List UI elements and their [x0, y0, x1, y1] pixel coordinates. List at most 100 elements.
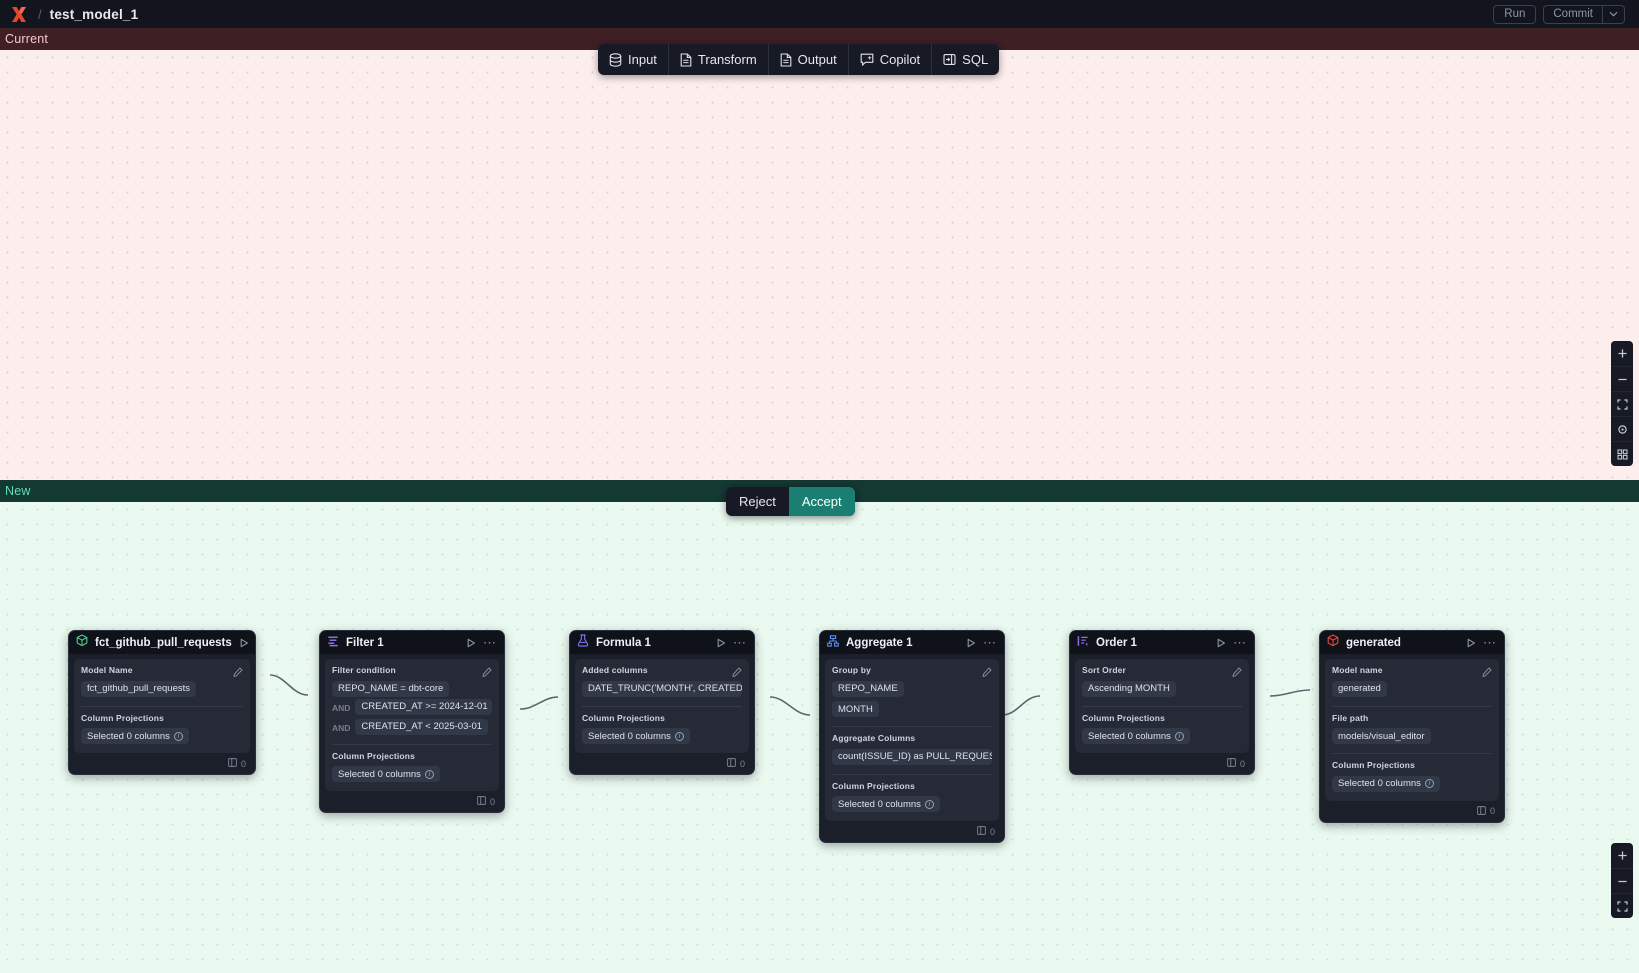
- chevron-down-icon[interactable]: [1602, 5, 1624, 23]
- commit-button-group[interactable]: Commit: [1543, 4, 1625, 24]
- value-pill[interactable]: CREATED_AT < 2025-03-01: [355, 718, 489, 735]
- section-label: Column Projections: [582, 712, 665, 723]
- center-view-button[interactable]: [1611, 416, 1633, 441]
- node-header[interactable]: Aggregate 1⋯: [820, 631, 1004, 654]
- value-pill[interactable]: count(ISSUE_ID) as PULL_REQUEST_…: [832, 748, 992, 765]
- run-button[interactable]: Run: [1493, 4, 1537, 24]
- edit-pencil-icon[interactable]: [482, 664, 492, 682]
- node-menu-button[interactable]: ⋯: [983, 634, 997, 650]
- node-header[interactable]: fct_github_pull_requests⋯: [69, 631, 255, 654]
- node-run-button[interactable]: [716, 638, 726, 648]
- node-title: generated: [1346, 636, 1401, 649]
- zoom-out-button[interactable]: [1611, 868, 1633, 893]
- node-run-button[interactable]: [966, 638, 976, 648]
- toolbar-item-input[interactable]: Input: [598, 44, 668, 75]
- document-icon: [780, 52, 792, 67]
- edit-pencil-icon[interactable]: [1482, 664, 1492, 682]
- value-pill[interactable]: DATE_TRUNC('MONTH', CREATED_AT…: [582, 680, 742, 697]
- condition-row: Ascending MONTH: [1082, 678, 1242, 699]
- toolbar-label-transform: Transform: [697, 52, 757, 67]
- breadcrumb-separator: /: [38, 6, 42, 22]
- value-pill[interactable]: Selected 0 columns i: [332, 766, 440, 782]
- value-pill[interactable]: Selected 0 columns i: [1082, 728, 1190, 744]
- value-pill[interactable]: Selected 0 columns i: [1332, 775, 1440, 792]
- value-pill[interactable]: Selected 0 columns i: [832, 796, 940, 812]
- zoom-in-button[interactable]: [1611, 341, 1633, 366]
- node-source[interactable]: fct_github_pull_requests⋯Model Namefct_g…: [68, 630, 256, 775]
- toolbar-item-sql[interactable]: SQL: [931, 44, 999, 75]
- node-run-button[interactable]: [239, 638, 249, 648]
- info-icon[interactable]: i: [1424, 779, 1434, 788]
- value-pill[interactable]: fct_github_pull_requests: [81, 680, 196, 697]
- zoom-out-button[interactable]: [1611, 366, 1633, 391]
- condition-row: REPO_NAME: [832, 678, 992, 699]
- toolbar-item-copilot[interactable]: Copilot: [847, 44, 931, 75]
- value-pill[interactable]: Selected 0 columns i: [81, 728, 189, 744]
- fit-view-button[interactable]: [1611, 391, 1633, 416]
- info-icon[interactable]: i: [674, 731, 684, 741]
- value-pill[interactable]: models/visual_editor: [1332, 728, 1431, 744]
- column-count-icon: [977, 826, 986, 837]
- info-icon[interactable]: i: [173, 731, 183, 741]
- reject-button[interactable]: Reject: [739, 494, 776, 509]
- value-pill[interactable]: Selected 0 columns i: [582, 728, 690, 744]
- column-count: 0: [240, 758, 246, 769]
- node-run-button[interactable]: [1216, 638, 1226, 648]
- section-divider: [1082, 705, 1242, 707]
- node-menu-button[interactable]: ⋯: [483, 634, 497, 650]
- edit-pencil-icon[interactable]: [982, 664, 992, 682]
- app-logo-icon[interactable]: [8, 4, 30, 24]
- node-header[interactable]: Filter 1⋯: [320, 631, 504, 654]
- value-pill[interactable]: REPO_NAME = dbt-core: [332, 680, 450, 697]
- toolbar-label-copilot: Copilot: [879, 52, 921, 67]
- node-menu-button[interactable]: ⋯: [733, 634, 747, 650]
- edit-pencil-icon[interactable]: [1232, 664, 1242, 682]
- toggle-grid-button[interactable]: [1611, 441, 1633, 466]
- value-pill[interactable]: generated: [1332, 680, 1387, 697]
- node-header[interactable]: Formula 1⋯: [570, 631, 754, 654]
- condition-row: MONTH: [832, 699, 992, 720]
- toolbar-item-output[interactable]: Output: [767, 44, 848, 75]
- commit-button[interactable]: Commit: [1553, 8, 1593, 20]
- node-run-button[interactable]: [1466, 638, 1476, 648]
- info-icon[interactable]: i: [1174, 731, 1184, 741]
- aggregate-icon: [827, 634, 839, 652]
- condition-row: Selected 0 columns i: [1332, 773, 1492, 794]
- panel-right-icon: [943, 53, 956, 66]
- node-menu-button[interactable]: ⋯: [1483, 634, 1497, 650]
- canvas-new[interactable]: fct_github_pull_requests⋯Model Namefct_g…: [0, 502, 1639, 973]
- toolbar-item-transform[interactable]: Transform: [667, 44, 768, 75]
- database-icon: [609, 52, 622, 67]
- copilot-sparkle-icon: [860, 53, 874, 67]
- node-header[interactable]: generated ⋯: [1320, 631, 1504, 654]
- fit-view-button[interactable]: [1611, 893, 1633, 918]
- info-icon[interactable]: i: [924, 799, 934, 809]
- edit-pencil-icon[interactable]: [233, 664, 243, 682]
- node-menu-button[interactable]: ⋯: [1233, 634, 1247, 650]
- value-pill[interactable]: Ascending MONTH: [1082, 680, 1176, 697]
- value-pill[interactable]: REPO_NAME: [832, 680, 904, 697]
- zoom-in-button[interactable]: [1611, 843, 1633, 868]
- edit-pencil-icon[interactable]: [732, 664, 742, 682]
- info-icon[interactable]: i: [424, 769, 434, 779]
- node-run-button[interactable]: [466, 638, 476, 648]
- zoom-controls-current: [1611, 341, 1633, 466]
- accept-button[interactable]: Accept: [788, 487, 855, 516]
- node-header[interactable]: Order 1⋯: [1070, 631, 1254, 654]
- canvas-current[interactable]: [0, 50, 1639, 480]
- value-pill[interactable]: MONTH: [832, 701, 879, 717]
- value-pill[interactable]: CREATED_AT >= 2024-12-01: [355, 698, 492, 715]
- node-toolbar: Input Transform Output Cop: [598, 44, 1000, 75]
